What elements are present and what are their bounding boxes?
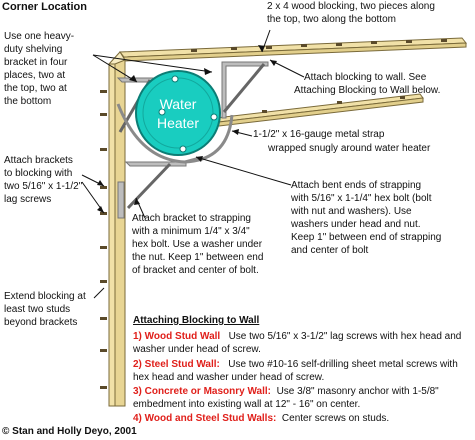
water-heater (135, 70, 221, 156)
diagram-title: Corner Location (2, 1, 87, 13)
item-1-text-2: washer under head of screw. (133, 344, 261, 355)
item-2-text-2: hex head and washer under head of screw. (133, 372, 325, 383)
item-3-head: 3) Concrete or Masonry Wall: (133, 386, 271, 397)
heater-label-line1: Water (159, 96, 197, 112)
item-4-text: Center screws on studs. (281, 413, 390, 424)
top-wall-blocking (118, 37, 468, 131)
top-board-screws (191, 39, 447, 52)
left-board-screws (100, 90, 107, 389)
left-wall-blocking (100, 51, 126, 407)
item-2-head: 2) Steel Stud Wall: (133, 359, 220, 370)
heater-label-line2: Heater (156, 115, 200, 131)
item-1-text: Use two 5/16" x 3-1/2" lag screws with h… (228, 331, 462, 342)
arrow-heads (97, 45, 277, 213)
item-1-head: 1) Wood Stud Wall (133, 331, 221, 342)
item-3-text: Use 3/8" masonry anchor with 1-5/8" (276, 386, 439, 397)
copyright: © Stan and Holly Deyo, 2001 (2, 426, 137, 437)
metal-strap (116, 103, 234, 164)
item-3-text-2: embedment into existing wall at 12" - 16… (133, 399, 361, 410)
item-2-text: Use two #10-16 self-drilling sheet metal… (228, 359, 458, 370)
section-title: Attaching Blocking to Wall (133, 315, 260, 326)
item-4-head: 4) Wood and Steel Stud Walls: (133, 413, 277, 424)
